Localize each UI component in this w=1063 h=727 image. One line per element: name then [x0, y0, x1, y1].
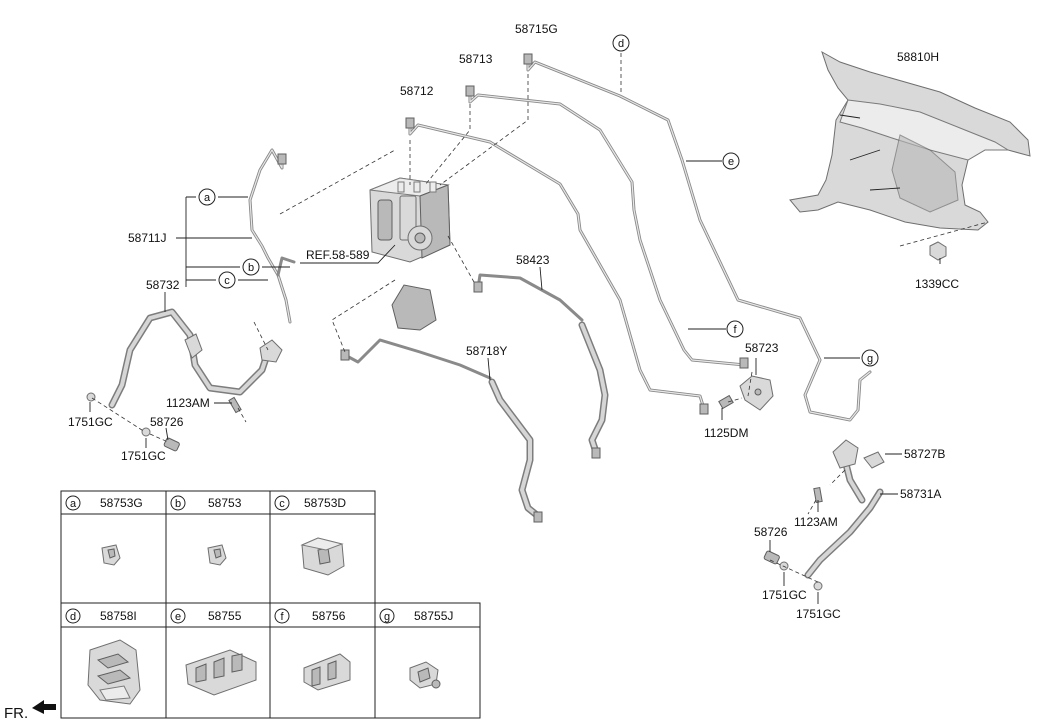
marker-g: g: [861, 349, 879, 367]
svg-text:e: e: [175, 611, 181, 623]
label-1751GC-left-2: 1751GC: [121, 449, 166, 463]
table-cell-g: g 58755J: [379, 608, 453, 689]
parts-legend-table: a 58753G b 58753 c 58753D d 58758I: [60, 490, 481, 719]
label-1751GC-right-1: 1751GC: [762, 588, 807, 602]
svg-text:g: g: [867, 353, 873, 365]
svg-text:c: c: [224, 275, 230, 287]
table-part-58758I: 58758I: [100, 609, 137, 623]
pipe-58715G: [526, 58, 872, 422]
marker-c: c: [218, 271, 236, 289]
front-arrow-icon: [32, 700, 56, 714]
pipe-58712: [408, 120, 707, 414]
marker-e: e: [722, 152, 740, 170]
table-part-58755J: 58755J: [414, 609, 453, 623]
table-part-58756: 58756: [312, 609, 346, 623]
marker-f: f: [726, 320, 744, 338]
svg-text:a: a: [70, 498, 77, 510]
front-label: FR.: [4, 705, 28, 722]
label-1125DM: 1125DM: [704, 426, 748, 440]
label-1123AM-left: 1123AM: [166, 396, 210, 410]
label-1751GC-right-2: 1751GC: [796, 607, 841, 621]
label-58423: 58423: [516, 253, 550, 267]
table-cell-b: b 58753: [170, 495, 242, 566]
label-1751GC-left-1: 1751GC: [68, 415, 113, 429]
table-part-58753: 58753: [208, 496, 242, 510]
table-cell-c: c 58753D: [274, 495, 346, 576]
marker-d: d: [612, 34, 630, 52]
marker-b: b: [242, 258, 260, 276]
label-58713: 58713: [459, 52, 493, 66]
label-58731A: 58731A: [900, 487, 941, 501]
svg-text:f: f: [733, 324, 737, 336]
table-part-58753D: 58753D: [304, 496, 346, 510]
table-part-58753G: 58753G: [100, 496, 143, 510]
letter-markers: a b c d e f g: [198, 34, 879, 367]
svg-text:e: e: [728, 156, 734, 168]
table-cell-f: f 58756: [274, 608, 351, 691]
dashed-reference-lines: [91, 46, 989, 584]
label-58732: 58732: [146, 278, 180, 292]
leader-lines: [89, 160, 941, 604]
svg-text:c: c: [279, 498, 285, 510]
label-58727B: 58727B: [904, 447, 945, 461]
label-58718Y: 58718Y: [466, 344, 507, 358]
label-58715G: 58715G: [515, 22, 558, 36]
svg-text:d: d: [618, 38, 624, 50]
svg-text:f: f: [280, 611, 284, 623]
marker-a: a: [198, 188, 216, 206]
label-1123AM-right: 1123AM: [794, 515, 838, 529]
small-parts: [86, 53, 947, 591]
table-part-58755: 58755: [208, 609, 242, 623]
label-58726-left: 58726: [150, 415, 184, 429]
label-1339CC: 1339CC: [915, 277, 959, 291]
heat-shield-58810H: [789, 50, 1031, 231]
hose-58732: [108, 308, 272, 409]
svg-text:g: g: [384, 611, 390, 623]
svg-text:b: b: [248, 262, 254, 274]
table-cell-e: e 58755: [170, 608, 257, 696]
table-cell-a: a 58753G: [65, 495, 143, 566]
table-cell-d: d 58758I: [65, 608, 141, 705]
brake-hoses: [108, 273, 884, 579]
brake-pipes: [248, 58, 872, 422]
front-direction-indicator: FR.: [4, 700, 56, 722]
label-58712: 58712: [400, 84, 434, 98]
svg-text:b: b: [175, 498, 181, 510]
label-58810H: 58810H: [897, 50, 939, 64]
callout-labels: 58715G 58713 58712 58810H 58711J 58732 R…: [68, 22, 959, 621]
label-58723: 58723: [745, 341, 779, 355]
svg-text:d: d: [70, 611, 76, 623]
hecu-assembly: [369, 177, 451, 331]
svg-text:a: a: [204, 192, 211, 204]
label-ref-58-589: REF.58-589: [306, 248, 370, 262]
label-58711J: 58711J: [128, 231, 166, 245]
label-58726-right: 58726: [754, 525, 788, 539]
